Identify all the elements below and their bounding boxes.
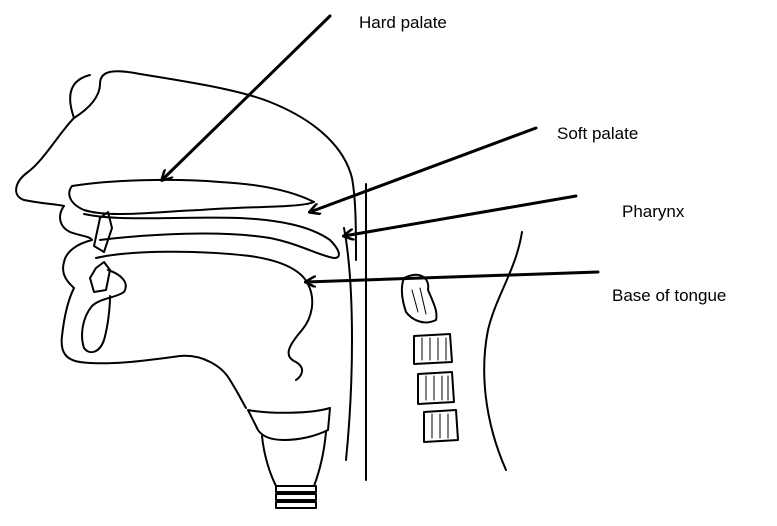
vertebra-c5 [424,410,458,442]
label-pharynx: Pharynx [622,202,684,222]
label-hard-palate: Hard palate [359,13,447,33]
label-soft-palate: Soft palate [557,124,638,144]
tongue-outline [96,252,312,380]
soft-palate-shape [84,214,339,258]
upper-incisor [94,212,112,252]
lower-jaw-inner [82,270,126,352]
trachea-ring-3 [276,502,316,508]
trachea-ring-2 [276,494,316,500]
neck-back-outline [484,232,522,470]
pharynx-posterior-wall [344,228,352,460]
larynx-outline [248,408,330,440]
arrow-hard-palate [162,16,330,180]
hard-palate-shape [69,180,314,214]
label-base-of-tongue: Base of tongue [612,286,726,306]
vertebra-c2 [402,275,437,323]
arrow-pharynx [344,196,576,236]
trachea-ring-1 [276,486,316,492]
vertebra-c4 [418,372,454,404]
face-profile-outline [16,75,246,408]
arrow-soft-palate [310,128,536,212]
lower-incisor [90,262,110,292]
